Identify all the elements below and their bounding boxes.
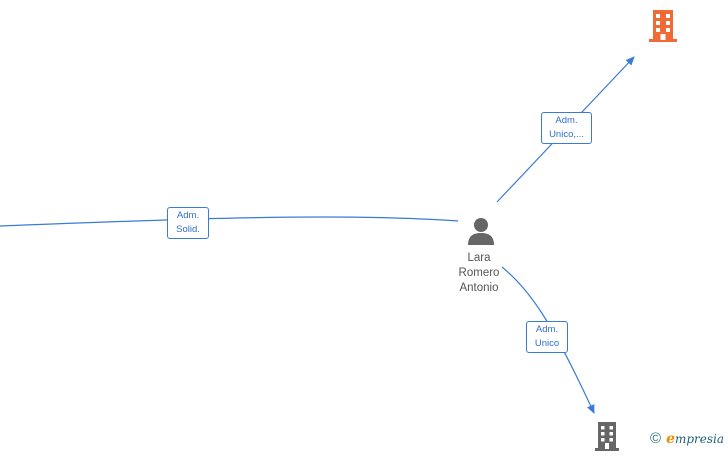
edge-label-line: Unico,... (549, 129, 584, 140)
edge-person-to-bottom-company (501, 266, 595, 414)
person-name-line-2: Romero (458, 267, 500, 279)
person-name-label[interactable]: Lara Romero Antonio (444, 251, 514, 296)
copyright-watermark: © empresia (650, 430, 724, 447)
person-icon[interactable] (466, 216, 496, 251)
brand-rest: mpresia (674, 431, 725, 446)
edge-label-line: Adm. (535, 324, 559, 335)
brand-logo: empresia (666, 431, 724, 447)
copyright-symbol: © (650, 430, 662, 447)
edge-label-line: Adm. (555, 115, 578, 126)
edge-left-to-person (0, 216, 459, 227)
person-name-line-1: Lara (467, 252, 491, 264)
edge-label-adm-unico-top[interactable]: Adm. Unico,... (541, 112, 592, 144)
edge-label-line: Adm. (176, 210, 200, 221)
brand-initial: e (666, 430, 675, 447)
edge-label-adm-unico-bottom[interactable]: Adm. Unico (526, 321, 568, 353)
edge-label-adm-solid[interactable]: Adm. Solid. (167, 207, 209, 239)
person-name-line-3: Antonio (459, 282, 499, 294)
edge-label-line: Unico (534, 338, 560, 349)
company-building-icon-bottom[interactable] (594, 421, 620, 456)
edge-label-line: Solid. (176, 224, 200, 235)
company-building-icon-top[interactable] (647, 8, 679, 47)
